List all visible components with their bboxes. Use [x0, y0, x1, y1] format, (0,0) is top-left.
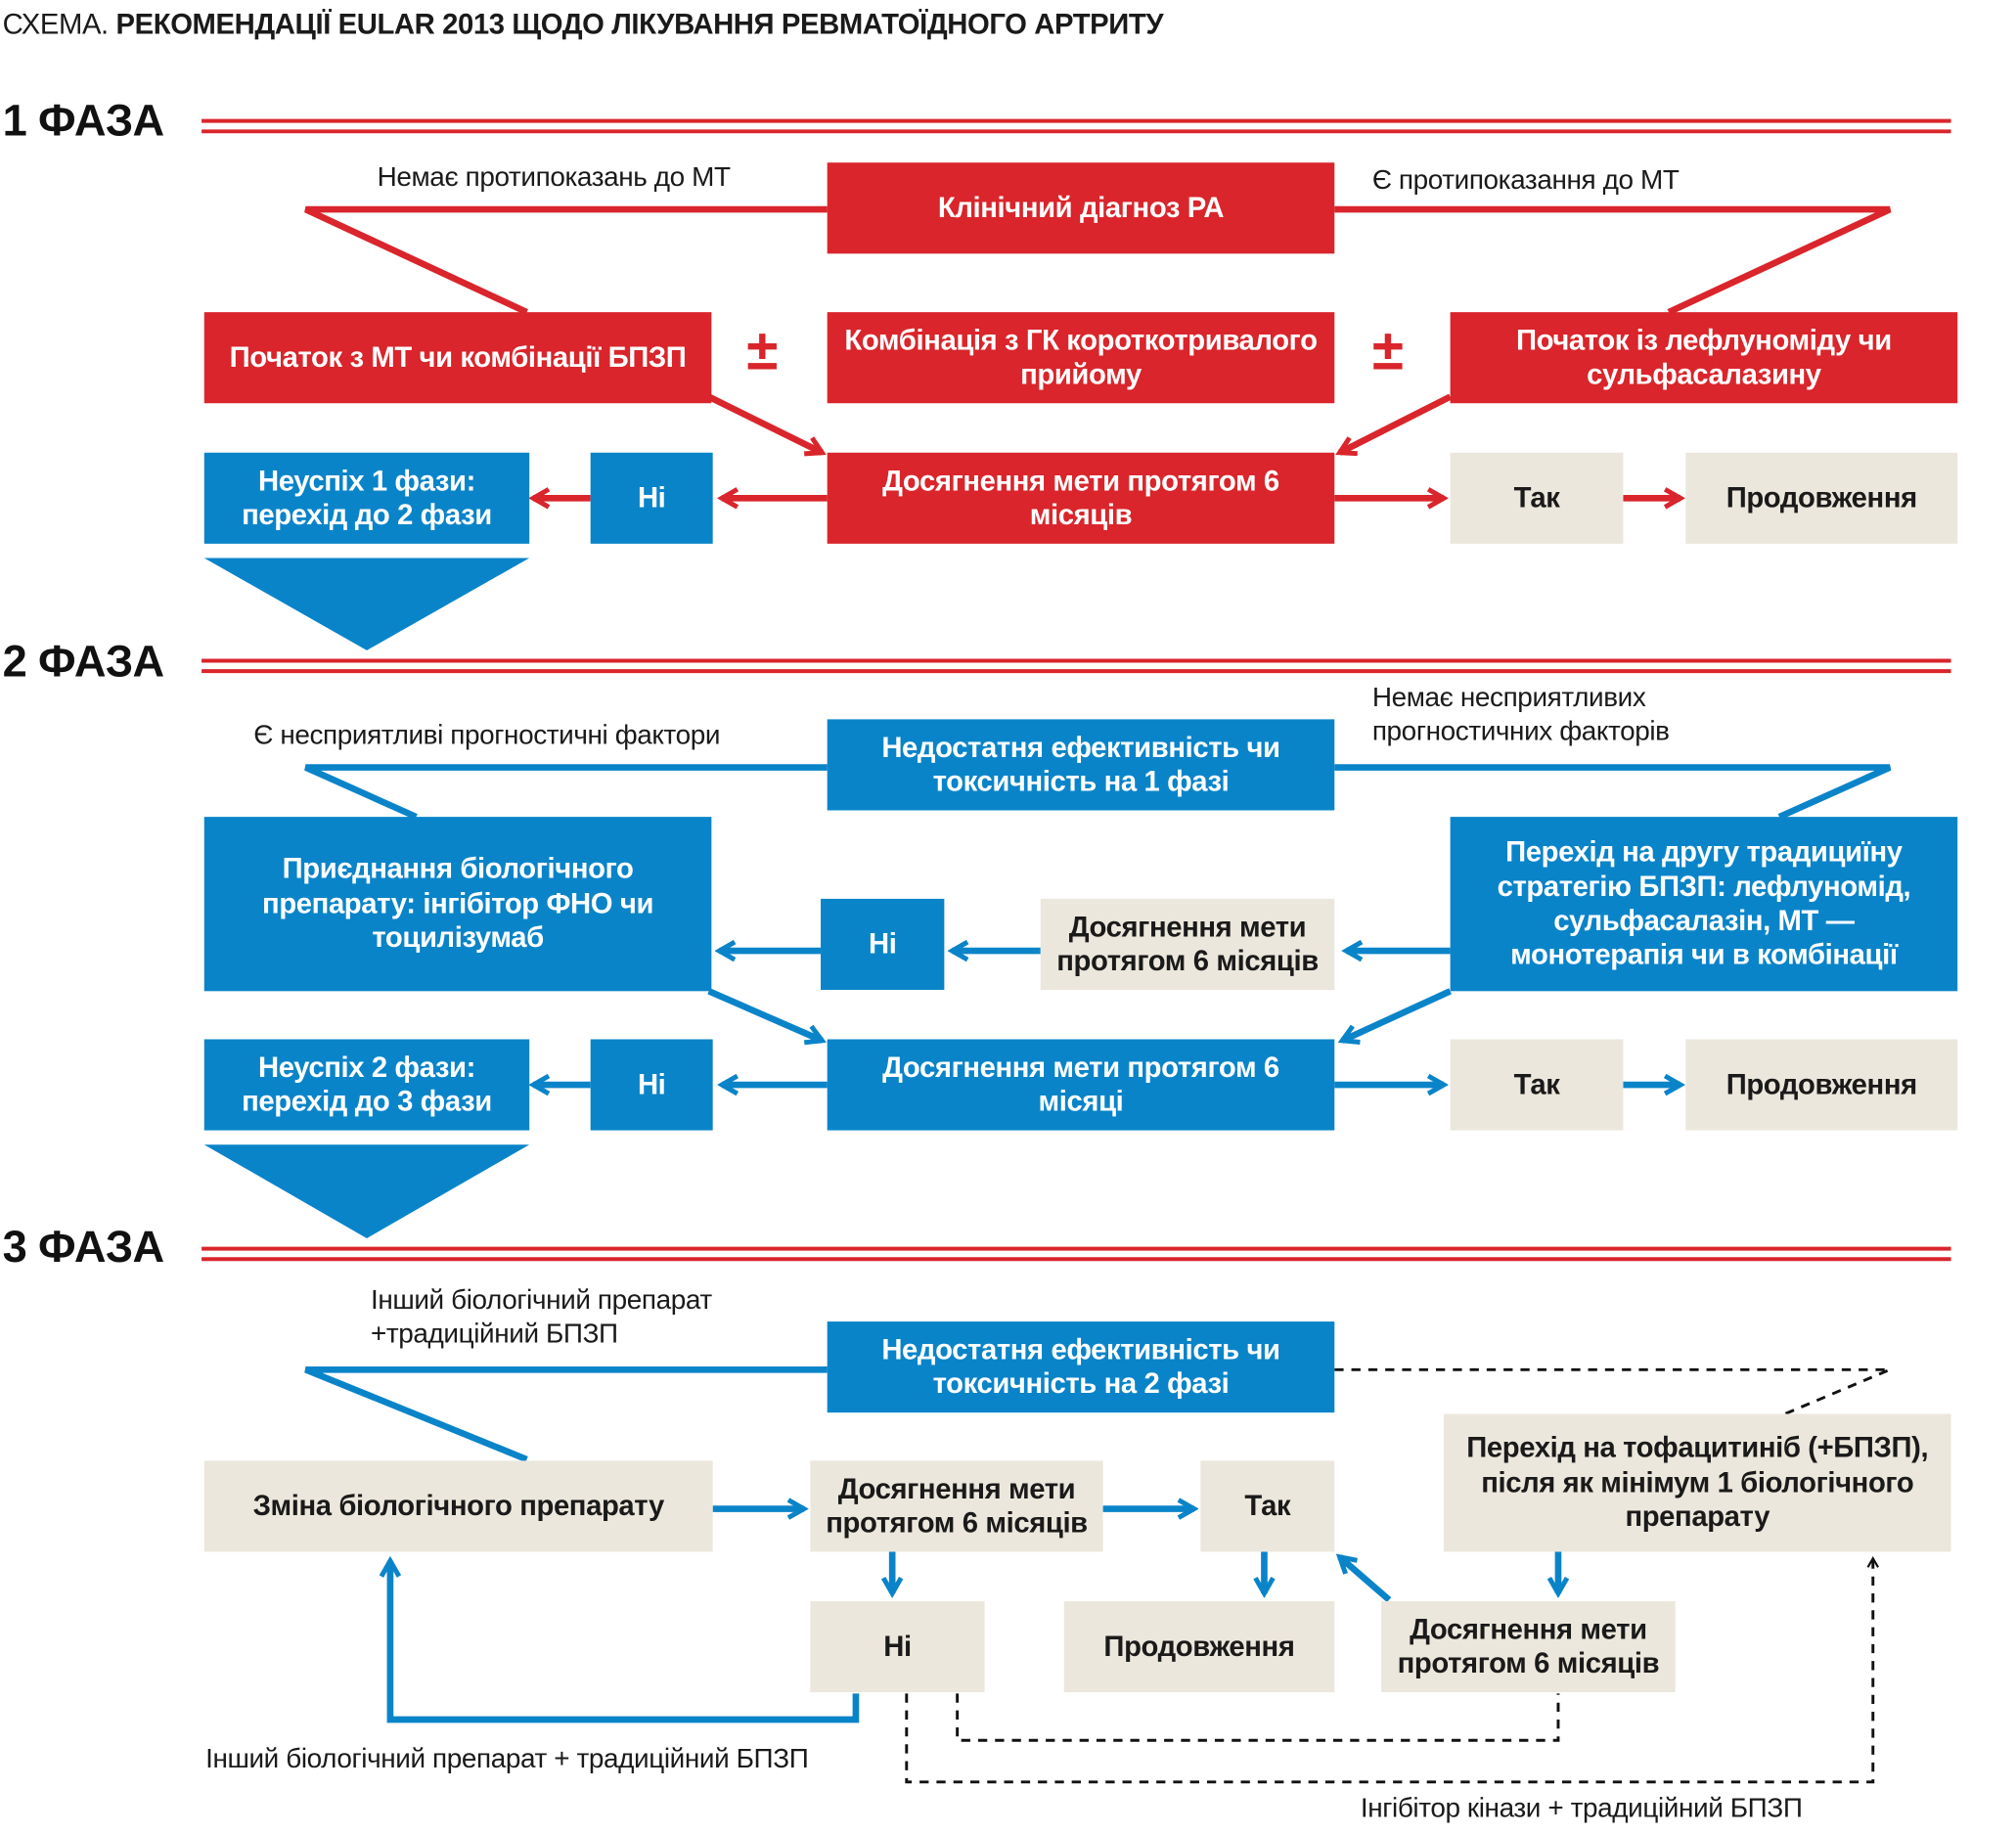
phase1-label: 1 ФАЗА — [2, 96, 164, 146]
phase3-no-box: Ні — [810, 1600, 985, 1693]
phase3-goal2-box: Досягнення мети протягом 6 місяців — [1381, 1600, 1676, 1693]
gk-combination-box: Комбінація з ГК короткотривалого прийому — [827, 312, 1335, 404]
phase2-no-mid-box: Ні — [821, 898, 945, 990]
other-biologic-top-label: Інший біологічний препарат +традиційний … — [370, 1284, 712, 1350]
plus-minus-right: ± — [1371, 318, 1404, 382]
plus-minus-left: ± — [746, 318, 779, 382]
unfavorable-factors-label: Є несприятливі прогностичні фактори — [253, 720, 721, 751]
clinical-diagnosis-box: Клінічний діагноз РА — [827, 162, 1335, 254]
kinase-inhibitor-label: Інгібітор кінази + традиційний БПЗП — [1360, 1793, 1803, 1824]
phase2-down-chevron — [203, 1144, 530, 1238]
phase2-no-box: Ні — [590, 1039, 713, 1131]
phase1-down-chevron — [203, 558, 530, 650]
change-biologic-box: Зміна біологічного препарату — [203, 1460, 713, 1552]
second-dmard-strategy-box: Перехід на другу традициїну стратегію БП… — [1450, 817, 1958, 992]
no-unfavorable-factors-label: Немає несприятливих прогностичних фактор… — [1371, 683, 1670, 747]
phase-separator-lines — [202, 118, 1951, 1262]
phase2-yes-box: Так — [1450, 1039, 1624, 1131]
add-biologic-box: Приєднання біологічного препарату: інгіб… — [203, 817, 712, 992]
contraindications-label: Є протипоказання до МТ — [1371, 164, 1680, 196]
phase3-insufficient-box: Недостатня ефективність чи токсичність н… — [827, 1321, 1335, 1413]
phase2-goal-box: Досягнення мети протягом 6 місяці — [827, 1039, 1335, 1131]
phase3-continue-box: Продовження — [1063, 1600, 1335, 1693]
other-biologic-bottom-label: Інший біологічний препарат + традиційний… — [205, 1744, 809, 1774]
start-leflunomide-box: Початок із лефлуноміду чи сульфасалазину — [1450, 312, 1958, 404]
phase1-no-box: Ні — [590, 452, 713, 544]
phase1-continue-box: Продовження — [1685, 452, 1958, 544]
phase2-label: 2 ФАЗА — [2, 637, 164, 688]
phase2-continue-box: Продовження — [1685, 1039, 1958, 1131]
phase2-fail-box: Неуспіх 2 фази: перехід до 3 фази — [203, 1039, 530, 1131]
phase3-label: 3 ФАЗА — [2, 1223, 164, 1273]
phase1-yes-box: Так — [1450, 452, 1624, 544]
start-mt-box: Початок з МТ чи комбінації БПЗП — [203, 312, 712, 404]
phase3-goal-box: Досягнення мети протягом 6 місяців — [810, 1460, 1103, 1552]
no-contraindications-label: Немає протипоказань до МТ — [377, 162, 731, 193]
diagram-title: СХЕМА. РЕКОМЕНДАЦІЇ EULAR 2013 ЩОДО ЛІКУ… — [2, 7, 1164, 41]
tofacitinib-box: Перехід на тофацитиніб (+БПЗП), після як… — [1443, 1413, 1951, 1552]
phase2-goal-small-box: Досягнення мети протягом 6 місяців — [1040, 898, 1335, 990]
phase1-fail-box: Неуспіх 1 фази: перехід до 2 фази — [203, 452, 530, 544]
phase3-yes-box: Так — [1200, 1460, 1335, 1552]
phase2-insufficient-box: Недостатня ефективність чи токсичність н… — [827, 719, 1335, 811]
phase1-goal-box: Досягнення мети протягом 6 місяців — [827, 452, 1335, 544]
